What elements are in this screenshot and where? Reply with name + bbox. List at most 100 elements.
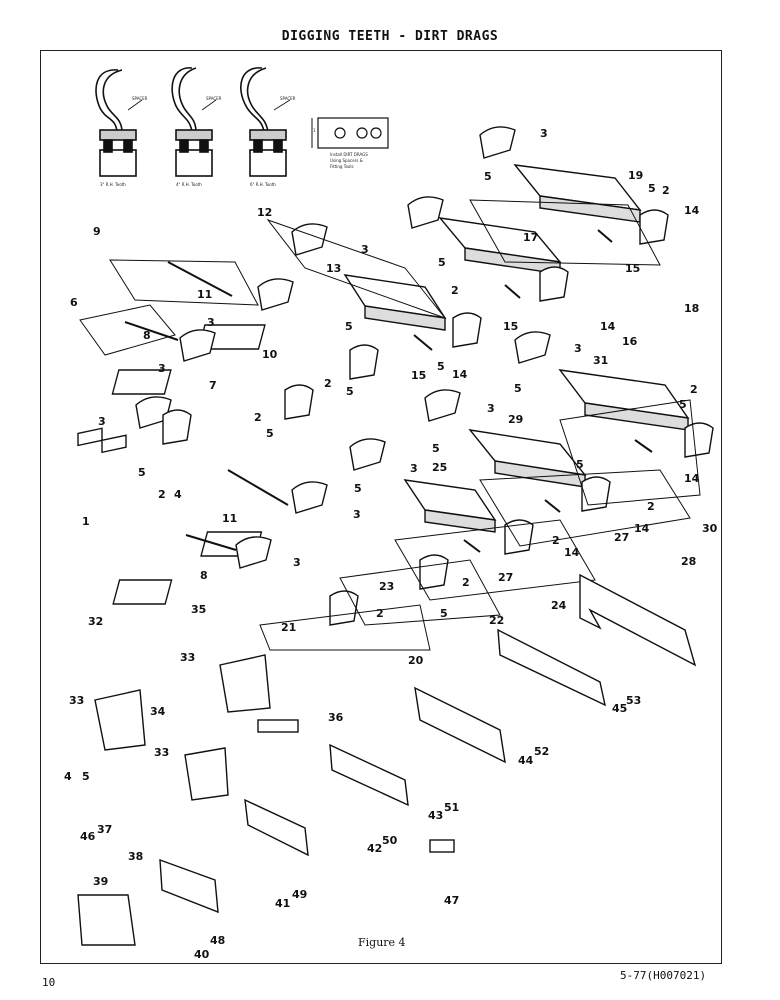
callout-label: 42: [367, 842, 382, 855]
callout-label: 2: [324, 377, 332, 390]
callout-label: 43: [428, 809, 443, 822]
callout-label: 34: [150, 705, 166, 718]
callout-label: 14: [564, 546, 580, 559]
callout-label: 7: [209, 379, 217, 392]
callout-label: 33: [180, 651, 195, 664]
figure-caption: Figure 4: [358, 936, 406, 949]
callout-label: 2: [662, 184, 670, 197]
callout-label: 4: [174, 488, 182, 501]
callout-label: 6: [70, 296, 78, 309]
inset-note: Install DIRT DRAGS: [330, 152, 368, 157]
callout-label: 33: [69, 694, 84, 707]
callout-label: 27: [614, 531, 629, 544]
callout-label: 35: [191, 603, 206, 616]
document-code: 5-77(H007021): [620, 969, 707, 982]
callout-label: 14: [684, 204, 700, 217]
parts-artwork: [77, 126, 714, 946]
callout-label: 25: [432, 461, 447, 474]
callout-label: 10: [262, 348, 278, 361]
callout-label: 51: [444, 801, 459, 814]
callout-label: 14: [634, 522, 650, 535]
tooth-shank-icon: [95, 69, 119, 133]
callout-label: 38: [128, 850, 143, 863]
callout-label: 1: [82, 515, 90, 528]
callout-label: 45: [612, 702, 627, 715]
callout-label: 3: [361, 243, 369, 256]
callout-label: 53: [626, 694, 641, 707]
callout-label: 3: [410, 462, 418, 475]
tooth-label: 3" R.H. Tooth: [100, 182, 126, 187]
figure-frame: [40, 50, 722, 964]
callout-label: 8: [143, 329, 151, 342]
callout-label: 33: [154, 746, 169, 759]
callout-label: 15: [503, 320, 518, 333]
callout-label: 5: [345, 320, 353, 333]
spacer-tag: SPACER: [132, 96, 148, 101]
callout-label: 5: [354, 482, 362, 495]
spacer-tag: SPACER: [280, 96, 296, 101]
callout-label: 44: [518, 754, 534, 767]
callout-label: 11: [197, 288, 212, 301]
callout-label: 49: [292, 888, 307, 901]
callout-label: 3: [353, 508, 361, 521]
callout-label: 21: [281, 621, 296, 634]
callout-label: 23: [379, 580, 394, 593]
callout-label: 3: [487, 402, 495, 415]
callout-label: 50: [382, 834, 398, 847]
callout-label: 46: [80, 830, 96, 843]
callout-label: 5: [82, 770, 90, 783]
callout-label: 5: [138, 466, 146, 479]
callout-label: 36: [328, 711, 344, 724]
callout-label: 5: [484, 170, 492, 183]
callout-label: 16: [622, 335, 638, 348]
callout-label: 14: [600, 320, 616, 333]
callout-label: 8: [200, 569, 208, 582]
callout-label: 5: [679, 398, 687, 411]
callout-label: 30: [702, 522, 718, 535]
callout-label: 15: [411, 369, 426, 382]
tooth-mount-icon: [99, 129, 137, 141]
callout-label: 47: [444, 894, 459, 907]
dimension-label: 1: [313, 128, 316, 133]
callout-label: 5: [438, 256, 446, 269]
callout-label: 11: [222, 512, 237, 525]
callout-label: 9: [93, 225, 101, 238]
callout-label: 17: [523, 231, 538, 244]
callout-label: 2: [690, 383, 698, 396]
callout-label: 2: [462, 576, 470, 589]
callout-label: 37: [97, 823, 112, 836]
tooth-label: 4" R.H. Tooth: [176, 182, 202, 187]
callout-label: 12: [257, 206, 272, 219]
inset-note: Using Spacers &: [330, 158, 363, 163]
page-title: DIGGING TEETH - DIRT DRAGS: [281, 29, 499, 44]
callout-label: 5: [437, 360, 445, 373]
callout-label: 48: [210, 934, 225, 947]
callout-label: 5: [432, 442, 440, 455]
callout-label: 5: [576, 458, 584, 471]
callout-label: 18: [684, 302, 699, 315]
page-number: 10: [42, 976, 56, 989]
callout-label: 3: [207, 316, 215, 329]
callout-label: 4: [64, 770, 72, 783]
callout-label: 5: [648, 182, 656, 195]
callout-label: 2: [552, 534, 560, 547]
dirt-drag-icon: [77, 573, 697, 946]
callout-label: 3: [98, 415, 106, 428]
tooth-shape-icon: [135, 126, 714, 626]
callout-label: 5: [346, 385, 354, 398]
inset-note: Fitting Tools: [330, 164, 354, 169]
callout-label: 19: [628, 169, 643, 182]
spacer-tag: SPACER: [206, 96, 222, 101]
callout-label: 28: [681, 555, 696, 568]
callout-label: 2: [647, 500, 655, 513]
callout-label: 52: [534, 745, 549, 758]
callout-label: 14: [684, 472, 700, 485]
callout-label: 3: [574, 342, 582, 355]
callout-label: 15: [625, 262, 640, 275]
callout-label: 3: [158, 362, 166, 375]
callout-label: 22: [489, 614, 504, 627]
callout-numbers: 3 19 5 2 14 15 18 5 12 17 5 15 16 9 13 3…: [64, 127, 718, 961]
callout-label: 3: [540, 127, 548, 140]
callout-label: 20: [408, 654, 424, 667]
